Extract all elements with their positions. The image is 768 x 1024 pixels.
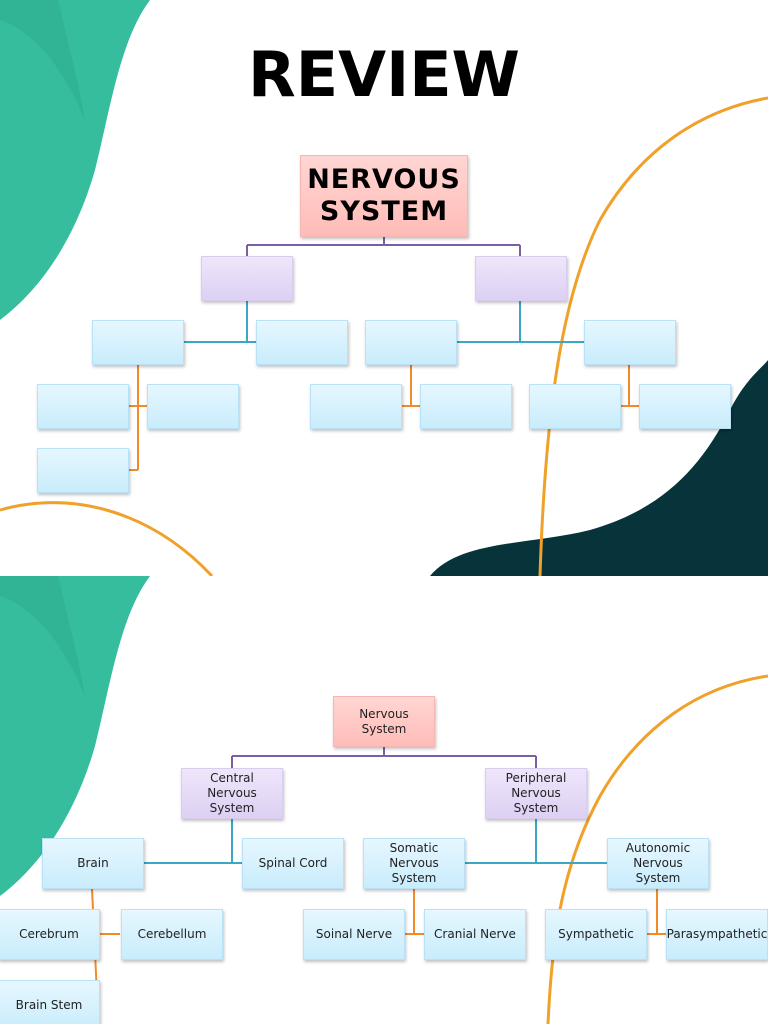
node-parasympathetic: Parasympathetic (666, 909, 768, 960)
node-spinal-cord: Spinal Cord (242, 838, 344, 889)
node-sympathetic: Sympathetic (545, 909, 647, 960)
node-label: Brain Stem (15, 998, 83, 1012)
node-brain-stem: Brain Stem (0, 980, 100, 1024)
empty-node-box (37, 448, 129, 493)
slide-review-blank: REVIEW NERVOUS SYSTEM (0, 0, 768, 576)
root-node-box: NERVOUS SYSTEM (300, 155, 468, 237)
node-label: Peripheral Nervous System (505, 771, 567, 815)
node-brain: Brain (42, 838, 144, 889)
node-label: Central Nervous System (207, 771, 257, 815)
node-label: Parasympathetic (666, 927, 768, 941)
root-node-label: NERVOUS SYSTEM (307, 164, 461, 227)
orange-curve (538, 96, 768, 576)
node-soinal-nerve: Soinal Nerve (303, 909, 405, 960)
empty-node-box (584, 320, 676, 365)
teal-shape (0, 0, 150, 320)
node-cerebellum: Cerebellum (121, 909, 223, 960)
empty-node-box (37, 384, 129, 429)
node-label: Brain (77, 856, 109, 870)
node-cerebrum: Cerebrum (0, 909, 100, 960)
empty-node-box (256, 320, 348, 365)
node-cranial-nerve: Cranial Nerve (424, 909, 526, 960)
slide-review-filled: Nervous System Central Nervous System Pe… (0, 576, 768, 1024)
empty-node-box (92, 320, 184, 365)
empty-node-box (529, 384, 621, 429)
empty-node-box (201, 256, 293, 301)
empty-node-box (310, 384, 402, 429)
node-label: Sympathetic (558, 927, 634, 941)
node-label: Cerebellum (137, 927, 207, 941)
node-label: Cranial Nerve (434, 927, 516, 941)
node-label: Soinal Nerve (315, 927, 393, 941)
node-somatic-nervous-system: Somatic Nervous System (363, 838, 465, 889)
node-label: Cerebrum (19, 927, 79, 941)
node-autonomic-nervous-system: Autonomic Nervous System (607, 838, 709, 889)
node-label: Nervous System (359, 706, 409, 736)
empty-node-box (420, 384, 512, 429)
connector-lines (128, 236, 639, 471)
teal-shape-shade (0, 0, 85, 120)
node-label: Somatic Nervous System (389, 841, 439, 885)
dark-teal-shape (430, 360, 768, 576)
node-nervous-system: Nervous System (333, 696, 435, 747)
empty-node-box (475, 256, 567, 301)
empty-node-box (365, 320, 457, 365)
node-central-nervous-system: Central Nervous System (181, 768, 283, 819)
empty-node-box (639, 384, 731, 429)
teal-shape (0, 576, 150, 896)
slide-background-decoration (0, 0, 768, 576)
teal-shape-shade (0, 576, 85, 696)
slide-title: REVIEW (248, 38, 520, 111)
node-peripheral-nervous-system: Peripheral Nervous System (485, 768, 587, 819)
orange-curve (0, 501, 214, 576)
node-label: Spinal Cord (258, 856, 328, 870)
node-label: Autonomic Nervous System (625, 841, 691, 885)
empty-node-box (147, 384, 239, 429)
